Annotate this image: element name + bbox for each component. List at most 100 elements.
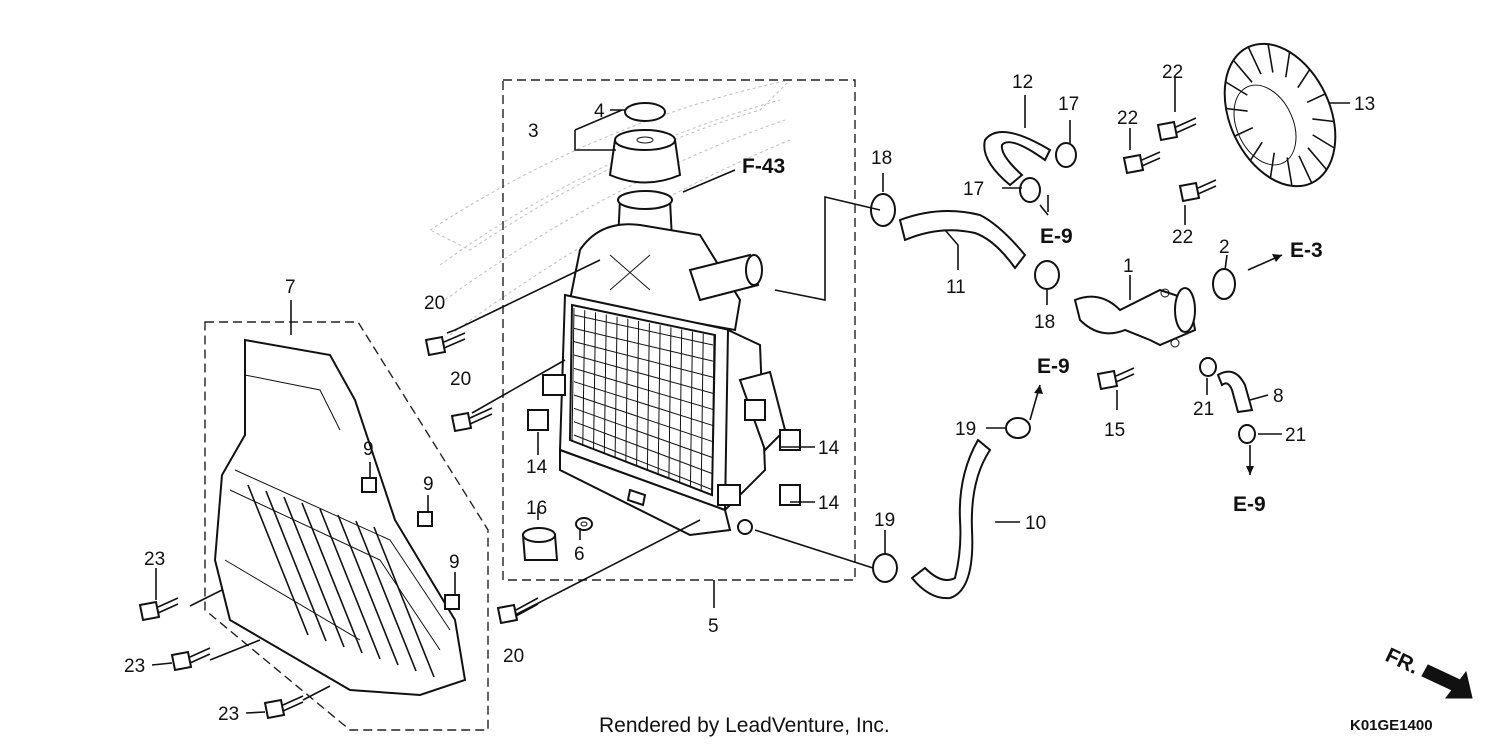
callout-labels: 1 2 3 4 5 6 7 8 9 9 9 10 11 12 13 14 14 … bbox=[124, 62, 1375, 725]
callout-14b: 14 bbox=[818, 438, 840, 459]
bolt-22a bbox=[1156, 117, 1197, 142]
callout-15: 15 bbox=[1104, 420, 1125, 441]
fan-blade bbox=[1234, 126, 1254, 137]
core-fin-line bbox=[625, 318, 629, 463]
shroud-grille-slats bbox=[247, 484, 435, 678]
callout-21b: 21 bbox=[1285, 425, 1306, 446]
core-tube-line bbox=[573, 314, 714, 346]
ref-f43: F-43 bbox=[742, 155, 785, 178]
direction-label: FR. bbox=[1382, 644, 1422, 679]
core-tube-line bbox=[573, 407, 714, 459]
grille-slat bbox=[301, 502, 363, 654]
grommet-14c bbox=[779, 484, 801, 506]
o-ring bbox=[1212, 268, 1236, 300]
grille-slat bbox=[283, 496, 345, 648]
core-tube-line bbox=[573, 421, 714, 475]
ref-e3: E-3 bbox=[1290, 239, 1323, 262]
core-tube-line bbox=[573, 327, 714, 362]
callout-1: 1 bbox=[1123, 256, 1134, 277]
bolt-20c bbox=[496, 597, 539, 625]
grille-slat bbox=[247, 484, 309, 636]
callout-20b: 20 bbox=[450, 369, 471, 390]
reference-labels: F-43 E-9 E-3 E-9 E-9 FR. bbox=[742, 155, 1422, 679]
fan-blade bbox=[1297, 69, 1311, 89]
grommet-14a bbox=[527, 409, 549, 431]
core-fin-line bbox=[646, 323, 650, 471]
callout-17a: 17 bbox=[1058, 94, 1079, 115]
core-fin-line bbox=[689, 331, 693, 487]
radiator-cap-seal bbox=[624, 102, 666, 122]
bolt-22c bbox=[1178, 179, 1217, 203]
callout-9a: 9 bbox=[363, 439, 374, 460]
fan-blade bbox=[1298, 155, 1313, 184]
callout-23c: 23 bbox=[218, 704, 239, 725]
core-tube-line bbox=[573, 341, 714, 378]
core-tube-line bbox=[573, 354, 714, 394]
clamp-21b bbox=[1238, 424, 1256, 444]
grommet-14b bbox=[779, 429, 801, 451]
grille-slat bbox=[319, 508, 381, 660]
callout-21a: 21 bbox=[1193, 399, 1214, 420]
hose-12 bbox=[983, 131, 1052, 187]
shroud-assembly-box bbox=[204, 321, 489, 731]
core-fin-line bbox=[571, 307, 575, 443]
bolt-23b bbox=[170, 647, 211, 672]
core-tube-line bbox=[573, 367, 714, 410]
grille-slat bbox=[265, 490, 327, 642]
callout-10: 10 bbox=[1025, 513, 1046, 534]
core-fin-line bbox=[711, 335, 715, 495]
fan-blade bbox=[1286, 157, 1293, 187]
hose-8 bbox=[1216, 370, 1254, 414]
diagram-code: K01GE1400 bbox=[1350, 717, 1433, 734]
bolt-23a bbox=[138, 597, 179, 622]
front-direction-arrow-icon bbox=[1421, 664, 1473, 699]
clamp-18b bbox=[1034, 260, 1060, 290]
callout-18a: 18 bbox=[871, 148, 892, 169]
core-fin-line bbox=[700, 333, 704, 491]
callout-6: 6 bbox=[574, 544, 585, 565]
callout-9b: 9 bbox=[423, 474, 434, 495]
sealing-washer bbox=[575, 517, 593, 531]
callout-23b: 23 bbox=[124, 656, 145, 677]
callout-20c: 20 bbox=[503, 646, 524, 667]
callout-5: 5 bbox=[708, 616, 719, 637]
cooling-fan bbox=[1223, 42, 1337, 188]
core-fin-line bbox=[582, 310, 586, 447]
grille-slat bbox=[355, 520, 417, 672]
callout-3: 3 bbox=[528, 121, 539, 142]
grille-slat bbox=[337, 514, 399, 666]
fan-blade bbox=[1267, 43, 1274, 73]
callout-2: 2 bbox=[1219, 237, 1230, 258]
bolt-22b bbox=[1122, 151, 1161, 175]
screw-9b bbox=[417, 511, 433, 527]
clamp-18a bbox=[870, 193, 896, 227]
callout-18b: 18 bbox=[1034, 312, 1055, 333]
clamp-17b bbox=[1019, 177, 1041, 203]
radiator-core-fins bbox=[571, 307, 715, 495]
clamp-19b bbox=[872, 553, 898, 583]
core-fin-line bbox=[679, 329, 683, 483]
core-fin-line bbox=[668, 327, 672, 479]
core-tube-line bbox=[573, 434, 714, 491]
ref-e9-middle: E-9 bbox=[1037, 355, 1070, 378]
bolt-20b bbox=[450, 407, 493, 433]
radiator-cap bbox=[608, 129, 682, 184]
callout-19b: 19 bbox=[874, 510, 895, 531]
callout-14a: 14 bbox=[526, 457, 548, 478]
callout-12: 12 bbox=[1012, 72, 1033, 93]
core-fin-line bbox=[657, 325, 661, 475]
footer-credit: Rendered by LeadVenture, Inc. bbox=[599, 714, 890, 737]
callout-22b: 22 bbox=[1117, 108, 1138, 129]
radiator bbox=[542, 190, 787, 537]
callout-13: 13 bbox=[1354, 94, 1375, 115]
callout-16: 16 bbox=[526, 498, 547, 519]
callout-20a: 20 bbox=[424, 293, 445, 314]
fan-blade bbox=[1312, 134, 1335, 149]
callout-19a: 19 bbox=[955, 419, 976, 440]
fan-blade bbox=[1306, 93, 1326, 104]
screw-9c bbox=[444, 594, 460, 610]
drain-bolt bbox=[521, 527, 559, 561]
fan-blade bbox=[1225, 81, 1248, 96]
clamp-17a bbox=[1055, 142, 1077, 168]
